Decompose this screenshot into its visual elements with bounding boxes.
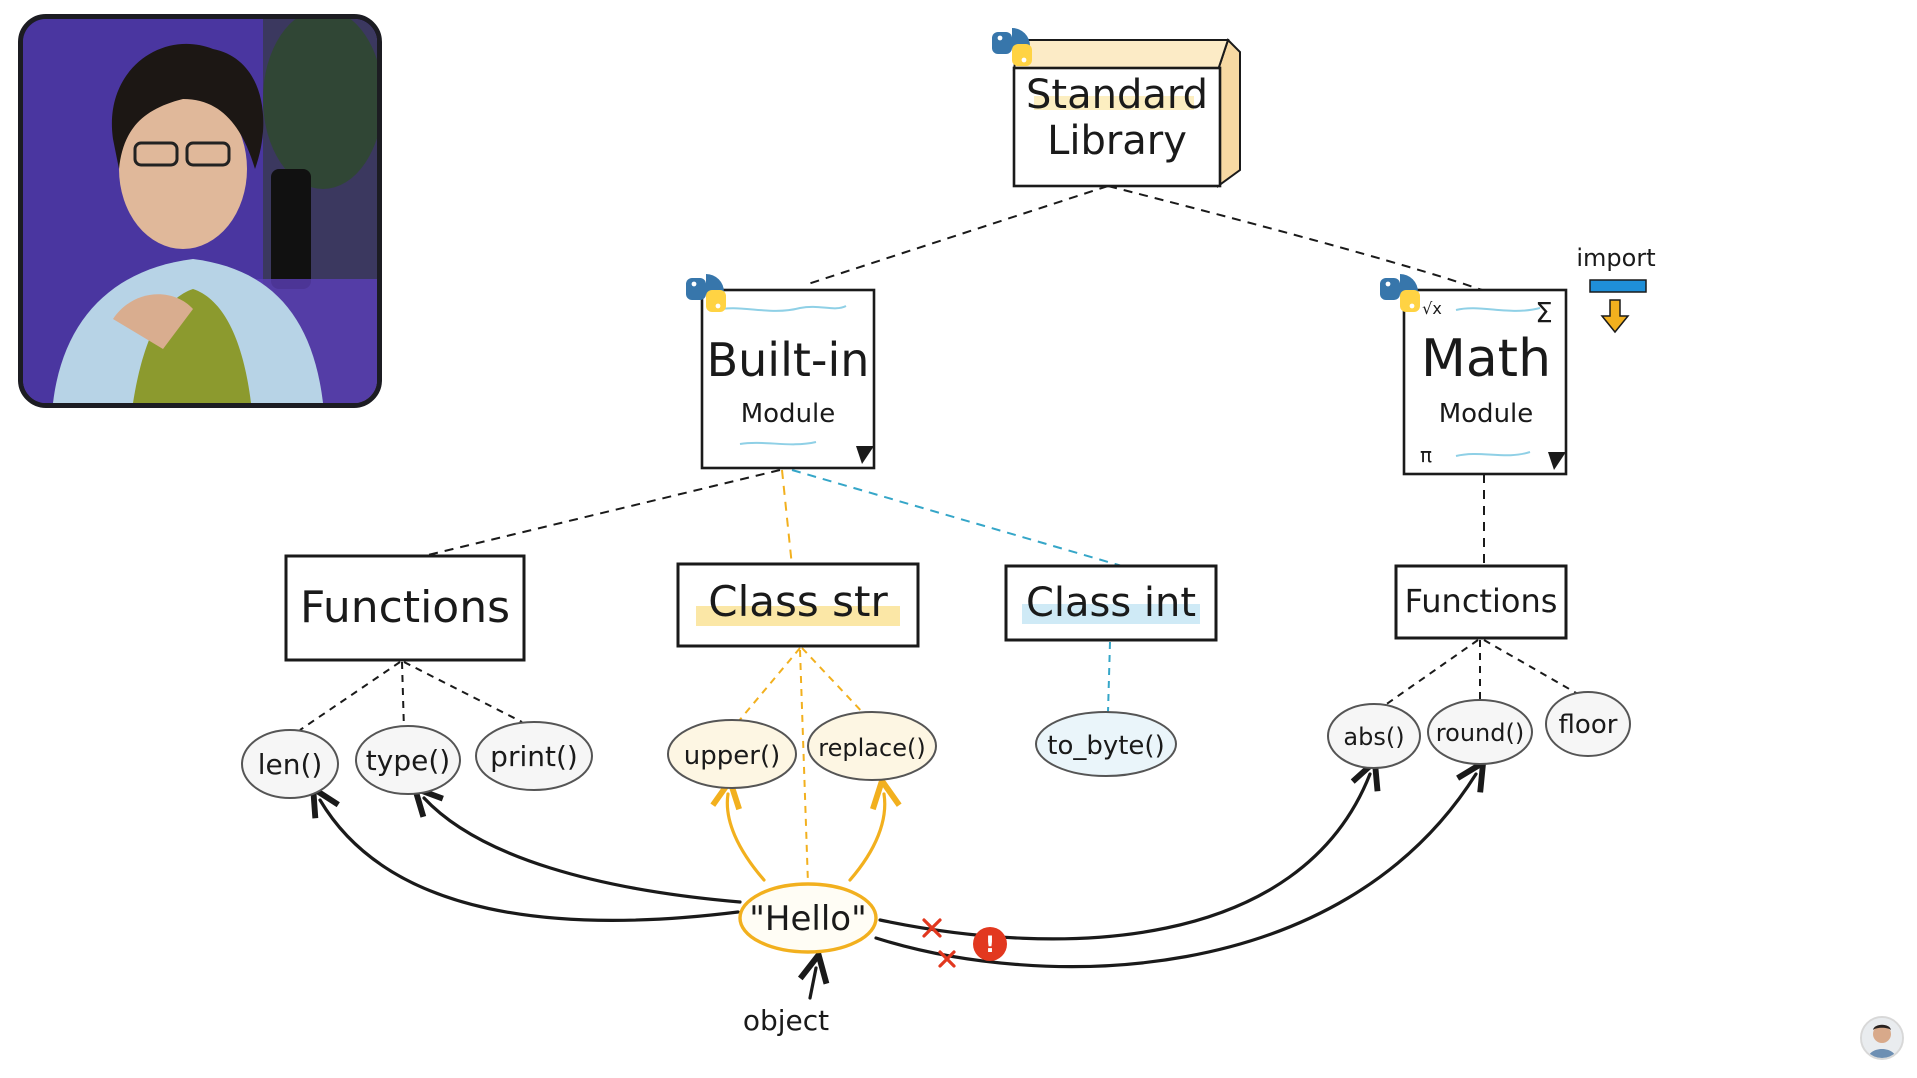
arrow-hello-to-replace (848, 794, 885, 882)
connectors (299, 185, 1579, 885)
class-int-items: to_byte() (1035, 711, 1177, 777)
error-marks (922, 918, 956, 968)
builtin-module-node: Built-in Module (686, 274, 876, 470)
connector-mathf-floor (1483, 639, 1579, 695)
error-badge: ! (973, 927, 1007, 961)
sigma-symbol: Σ (1535, 296, 1553, 329)
arrow-hello-to-type (424, 798, 742, 904)
standard-library-line2: Library (1047, 118, 1187, 164)
connector-mathf-abs (1377, 639, 1479, 711)
connector-builtin-classint (791, 469, 1123, 567)
connector-str-upper (737, 647, 801, 723)
builtin-module-title: Built-in (707, 333, 870, 387)
function-item-print: print() (490, 740, 578, 773)
math-module-title: Math (1421, 329, 1551, 389)
function-item-len: len() (258, 748, 323, 781)
hello-object-label: "Hello" (749, 899, 866, 939)
math-module-node: √x Σ Math Module π (1380, 274, 1568, 476)
download-arrow-icon (1600, 299, 1630, 334)
connector-funcs-print (403, 661, 523, 723)
standard-library-node: Standard Library (992, 28, 1241, 188)
standard-library-line1: Standard (1026, 72, 1208, 118)
arrow-hello-to-abs (878, 774, 1370, 941)
math-module-subtitle: Module (1439, 399, 1534, 429)
connector-stdlib-builtin (807, 185, 1109, 285)
connector-builtin-classstr (781, 469, 793, 567)
class-int-label: Class int (1026, 580, 1196, 626)
class-str-node: Class str (676, 562, 920, 648)
arrow-hello-to-len (320, 800, 740, 922)
connector-str-replace (801, 647, 867, 717)
method-item-replace: replace() (818, 734, 925, 762)
function-item-floor: floor (1559, 710, 1618, 740)
math-functions-node: Functions (1394, 564, 1568, 640)
class-int-node: Class int (1004, 564, 1218, 642)
presenter-webcam (18, 14, 382, 408)
cross-mark-icon (922, 918, 942, 938)
connector-funcs-len (299, 661, 401, 731)
connector-str-hello (799, 649, 809, 885)
avatar-icon (1862, 1018, 1902, 1058)
connector-stdlib-math (1107, 185, 1483, 291)
arrow-object-to-hello (810, 968, 816, 1000)
connector-builtin-functions (423, 469, 781, 557)
pi-symbol: π (1420, 443, 1432, 467)
connector-int-tobyte (1107, 641, 1111, 713)
hello-arrows (320, 774, 1476, 1000)
python-logo-icon (1380, 274, 1420, 312)
function-item-type: type() (366, 744, 450, 777)
import-label: import (1576, 244, 1655, 272)
presenter-video-frame (23, 19, 377, 403)
builtin-module-subtitle: Module (741, 399, 836, 429)
math-function-items: abs() round() floor (1327, 691, 1631, 769)
function-item-abs: abs() (1343, 723, 1404, 751)
hello-object-node: "Hello" (738, 882, 878, 954)
cross-mark-icon (938, 950, 956, 968)
builtin-functions-node: Functions (284, 554, 526, 662)
channel-avatar (1860, 1016, 1904, 1060)
python-logo-icon (992, 28, 1032, 66)
object-label: object (743, 1004, 829, 1037)
method-item-to-byte: to_byte() (1047, 731, 1164, 761)
class-str-items: upper() replace() (667, 711, 937, 789)
import-annotation: import (1576, 244, 1656, 334)
sqrt-symbol: √x (1422, 299, 1442, 318)
builtin-function-items: len() type() print() (241, 721, 593, 799)
method-item-upper: upper() (684, 741, 780, 771)
function-item-round: round() (1436, 719, 1524, 747)
arrow-hello-to-upper (727, 794, 766, 882)
math-functions-label: Functions (1405, 582, 1558, 620)
class-str-label: Class str (708, 577, 888, 626)
arrow-hello-to-round (874, 774, 1476, 969)
builtin-functions-label: Functions (300, 582, 510, 633)
connector-funcs-type (401, 661, 405, 731)
error-badge-text: ! (985, 933, 995, 958)
